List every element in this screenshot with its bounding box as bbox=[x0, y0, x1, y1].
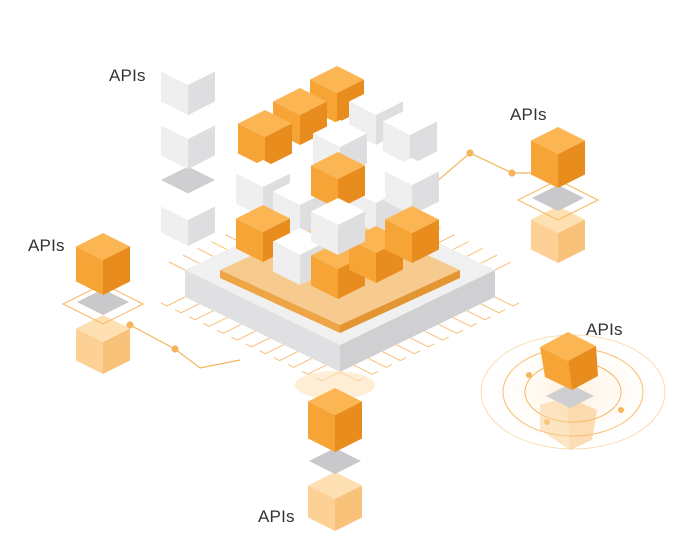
chip-pin bbox=[203, 317, 228, 328]
outline-plate bbox=[61, 283, 145, 325]
chip-pin bbox=[452, 241, 469, 250]
api-label-bottom: APIs bbox=[258, 507, 295, 526]
chip-pin bbox=[410, 337, 435, 348]
chip-pin bbox=[174, 303, 200, 314]
api-label-top-left: APIs bbox=[109, 66, 146, 85]
tilted-orange-cube bbox=[540, 332, 598, 390]
chip-pin bbox=[245, 337, 270, 348]
chip-pin bbox=[396, 344, 421, 355]
api-stack-top-left bbox=[161, 58, 215, 246]
chip-pin bbox=[168, 261, 186, 271]
chip-pin bbox=[382, 351, 407, 362]
api-label-right: APIs bbox=[586, 320, 623, 339]
chip-pin bbox=[424, 330, 449, 341]
white-cube-middle bbox=[161, 112, 215, 169]
grey-plate bbox=[532, 185, 584, 211]
connector-lines bbox=[126, 149, 545, 369]
api-stack-left bbox=[61, 233, 145, 374]
chip-pin bbox=[367, 357, 393, 368]
chip-pin bbox=[196, 247, 214, 257]
chip-pin bbox=[353, 364, 379, 375]
chip-pin bbox=[160, 296, 186, 307]
grey-plate bbox=[77, 289, 129, 315]
chip-pin bbox=[438, 234, 455, 244]
cluster-cube bbox=[311, 198, 365, 255]
cluster-cube bbox=[238, 110, 292, 167]
chip-pin bbox=[301, 364, 327, 375]
chip-pin bbox=[211, 241, 228, 250]
grey-plate bbox=[161, 166, 215, 194]
grey-plate bbox=[546, 384, 594, 408]
orange-cube bbox=[308, 388, 362, 452]
glow bbox=[295, 371, 375, 399]
api-label-top-right: APIs bbox=[510, 105, 547, 124]
light-orange-cube bbox=[531, 206, 585, 263]
cluster-cube bbox=[383, 108, 437, 165]
grey-plate bbox=[309, 448, 361, 474]
cluster-cube bbox=[385, 206, 439, 263]
chip-pin bbox=[273, 351, 298, 362]
cluster-cube bbox=[385, 158, 439, 215]
api-stack-bottom bbox=[295, 371, 375, 531]
chip-pin bbox=[494, 261, 512, 271]
chip-pin bbox=[494, 296, 520, 307]
chip-pin bbox=[466, 310, 492, 321]
white-cube-bottom bbox=[161, 193, 215, 246]
api-stack-top-right bbox=[516, 127, 600, 263]
chip-pin bbox=[287, 357, 313, 368]
central-cube-cluster bbox=[236, 66, 439, 299]
white-cube-top bbox=[161, 58, 215, 115]
light-orange-cube bbox=[76, 315, 130, 374]
chip-pin bbox=[480, 303, 506, 314]
chip-pin bbox=[182, 254, 200, 264]
chip-pin bbox=[231, 330, 256, 341]
chip-pin bbox=[466, 247, 484, 257]
chip-pin bbox=[452, 317, 477, 328]
cube-reflection bbox=[540, 397, 597, 450]
chip-pin bbox=[480, 254, 498, 264]
outline-plate bbox=[516, 179, 600, 221]
api-stack-right bbox=[478, 332, 668, 452]
orange-cube bbox=[76, 233, 130, 295]
chip-pin bbox=[438, 323, 463, 334]
orange-cube bbox=[531, 127, 585, 188]
api-label-left: APIs bbox=[28, 236, 65, 255]
chip-pin bbox=[259, 344, 284, 355]
light-orange-cube bbox=[308, 472, 362, 531]
cluster-cube bbox=[311, 152, 365, 209]
chip-pin bbox=[188, 310, 214, 321]
chip-pin bbox=[217, 323, 242, 334]
